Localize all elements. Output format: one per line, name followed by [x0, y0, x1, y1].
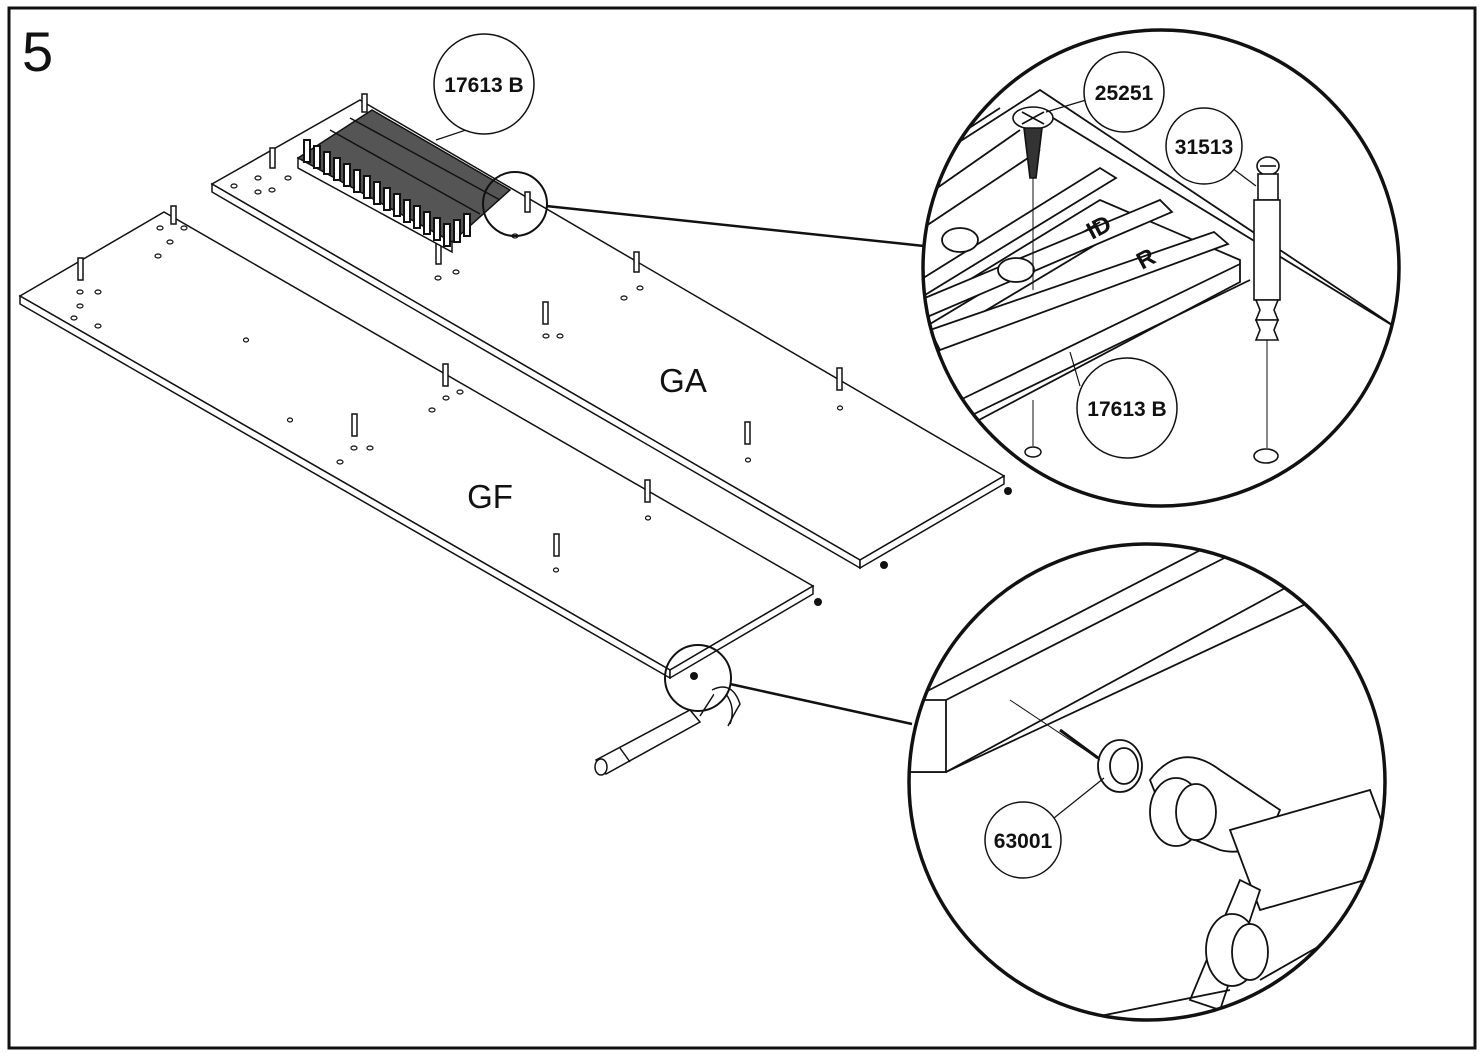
step-number: 5	[22, 20, 54, 83]
detail-view-top: ID R	[921, 28, 1401, 508]
callout-cam-bolt-label: 31513	[1175, 136, 1233, 159]
callout-cap-label: 63001	[994, 830, 1053, 853]
leader-line-top	[545, 204, 925, 248]
screwdriver	[594, 686, 741, 776]
callout-screw: 25251	[1045, 51, 1165, 133]
leader-line-bottom	[729, 682, 913, 726]
cam-bolt-31513	[1253, 156, 1281, 464]
gf-holes	[70, 225, 652, 573]
rack-assembly	[296, 109, 512, 254]
board-gf	[18, 211, 815, 680]
callout-rack-main: 17613 B	[433, 33, 535, 141]
page-border	[7, 6, 1477, 1050]
screw-25251	[1012, 106, 1054, 290]
board-gf-label: GF	[467, 478, 513, 515]
detail-view-bottom	[907, 542, 1387, 1022]
ga-caps	[880, 487, 1012, 569]
detail-marker-rack	[482, 171, 548, 237]
callout-screw-label: 25251	[1095, 82, 1154, 105]
callout-rack-main-label: 17613 B	[444, 74, 523, 97]
callout-rack-detail: 17613 B	[1069, 351, 1178, 459]
ga-dowels	[269, 93, 843, 445]
callout-cam-bolt: 31513	[1165, 107, 1257, 187]
callout-cap: 63001	[984, 777, 1105, 879]
pilot-hole	[1024, 446, 1042, 458]
gf-dowels	[77, 205, 651, 557]
detail-marker-cap	[664, 644, 732, 712]
gf-caps	[690, 598, 822, 680]
callout-rack-detail-label: 17613 B	[1087, 398, 1166, 421]
board-ga-label: GA	[659, 362, 707, 399]
